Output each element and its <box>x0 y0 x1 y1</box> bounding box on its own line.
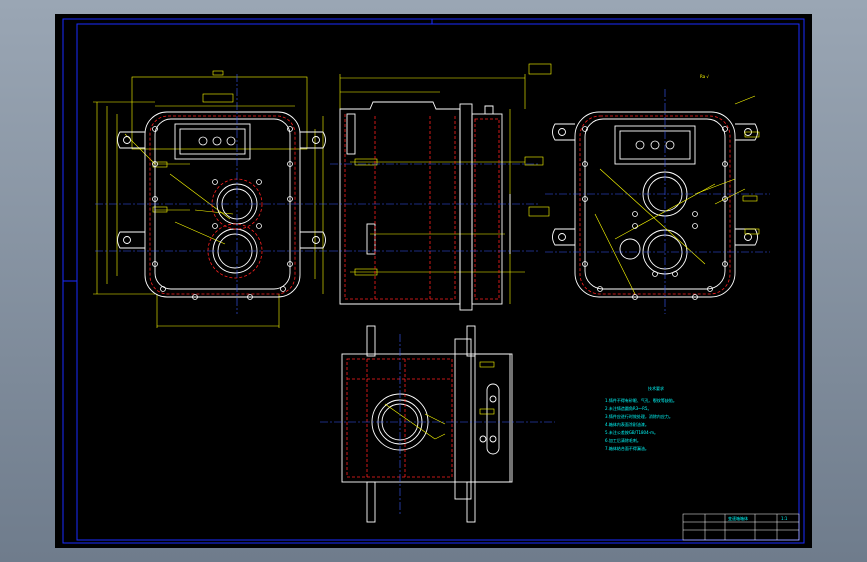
rear-view: Ra √ <box>545 74 770 314</box>
tech-title: 技术要求 <box>648 385 664 391</box>
tech-note-line: 6.加工后清除毛刺。 <box>605 437 641 443</box>
tech-note-line: 1.铸件不得有砂眼、气孔、裂纹等缺陷。 <box>605 397 677 403</box>
bolt-holes <box>152 126 293 300</box>
tech-note-line: 3.铸件应进行时效处理，消除内应力。 <box>605 413 673 419</box>
front-view <box>93 70 330 328</box>
inner-border <box>76 23 800 541</box>
surface-finish-symbol: Ra √ <box>700 74 709 79</box>
title-block-scale: 1:1 <box>781 516 788 521</box>
drawing-svg: Ra √ <box>62 18 805 544</box>
title-block-name: 变速箱箱体 <box>728 515 748 521</box>
bolt-holes <box>582 126 728 300</box>
tech-note-line: 7.箱体结合面不得漏油。 <box>605 445 649 451</box>
title-block: 变速箱箱体 1:1 <box>682 513 800 541</box>
tech-note-line: 5.未注公差按GB/T1804-m。 <box>605 429 658 435</box>
tech-notes: 技术要求 1.铸件不得有砂眼、气孔、裂纹等缺陷。 2.未注铸造圆角R3～R5。 … <box>605 385 677 451</box>
cad-drawing-canvas: Ra √ <box>55 14 812 548</box>
outer-border <box>62 18 805 544</box>
top-view <box>320 325 555 523</box>
tech-note-line: 4.箱体内表面涂耐油漆。 <box>605 421 649 427</box>
side-section-view <box>330 63 552 311</box>
tech-note-line: 2.未注铸造圆角R3～R5。 <box>605 405 651 411</box>
